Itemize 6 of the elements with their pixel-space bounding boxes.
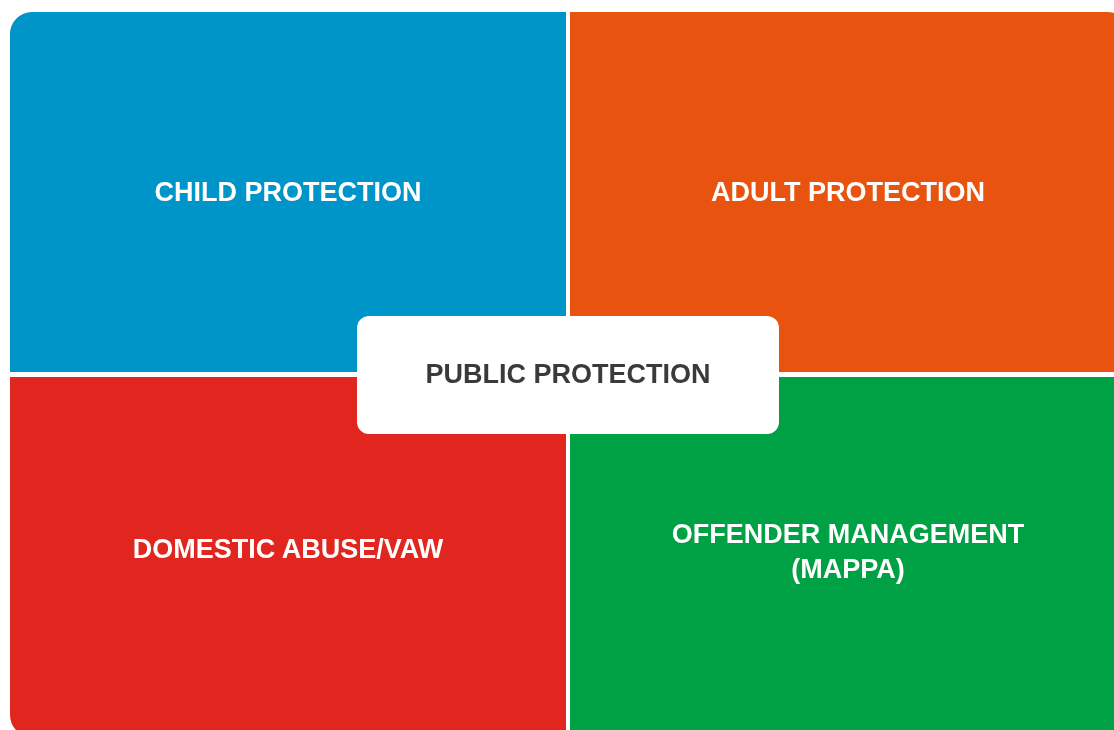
panel-heading: PUBLIC PROTECTION — [425, 358, 711, 392]
center-label-box — [357, 316, 779, 434]
panel-heading: OFFENDER MANAGEMENT (MAPPA) — [670, 518, 1026, 587]
panel-heading: DOMESTIC ABUSE/VAW — [132, 533, 444, 566]
panel-heading: ADULT PROTECTION — [711, 176, 985, 209]
panel-heading: CHILD PROTECTION — [154, 176, 422, 209]
